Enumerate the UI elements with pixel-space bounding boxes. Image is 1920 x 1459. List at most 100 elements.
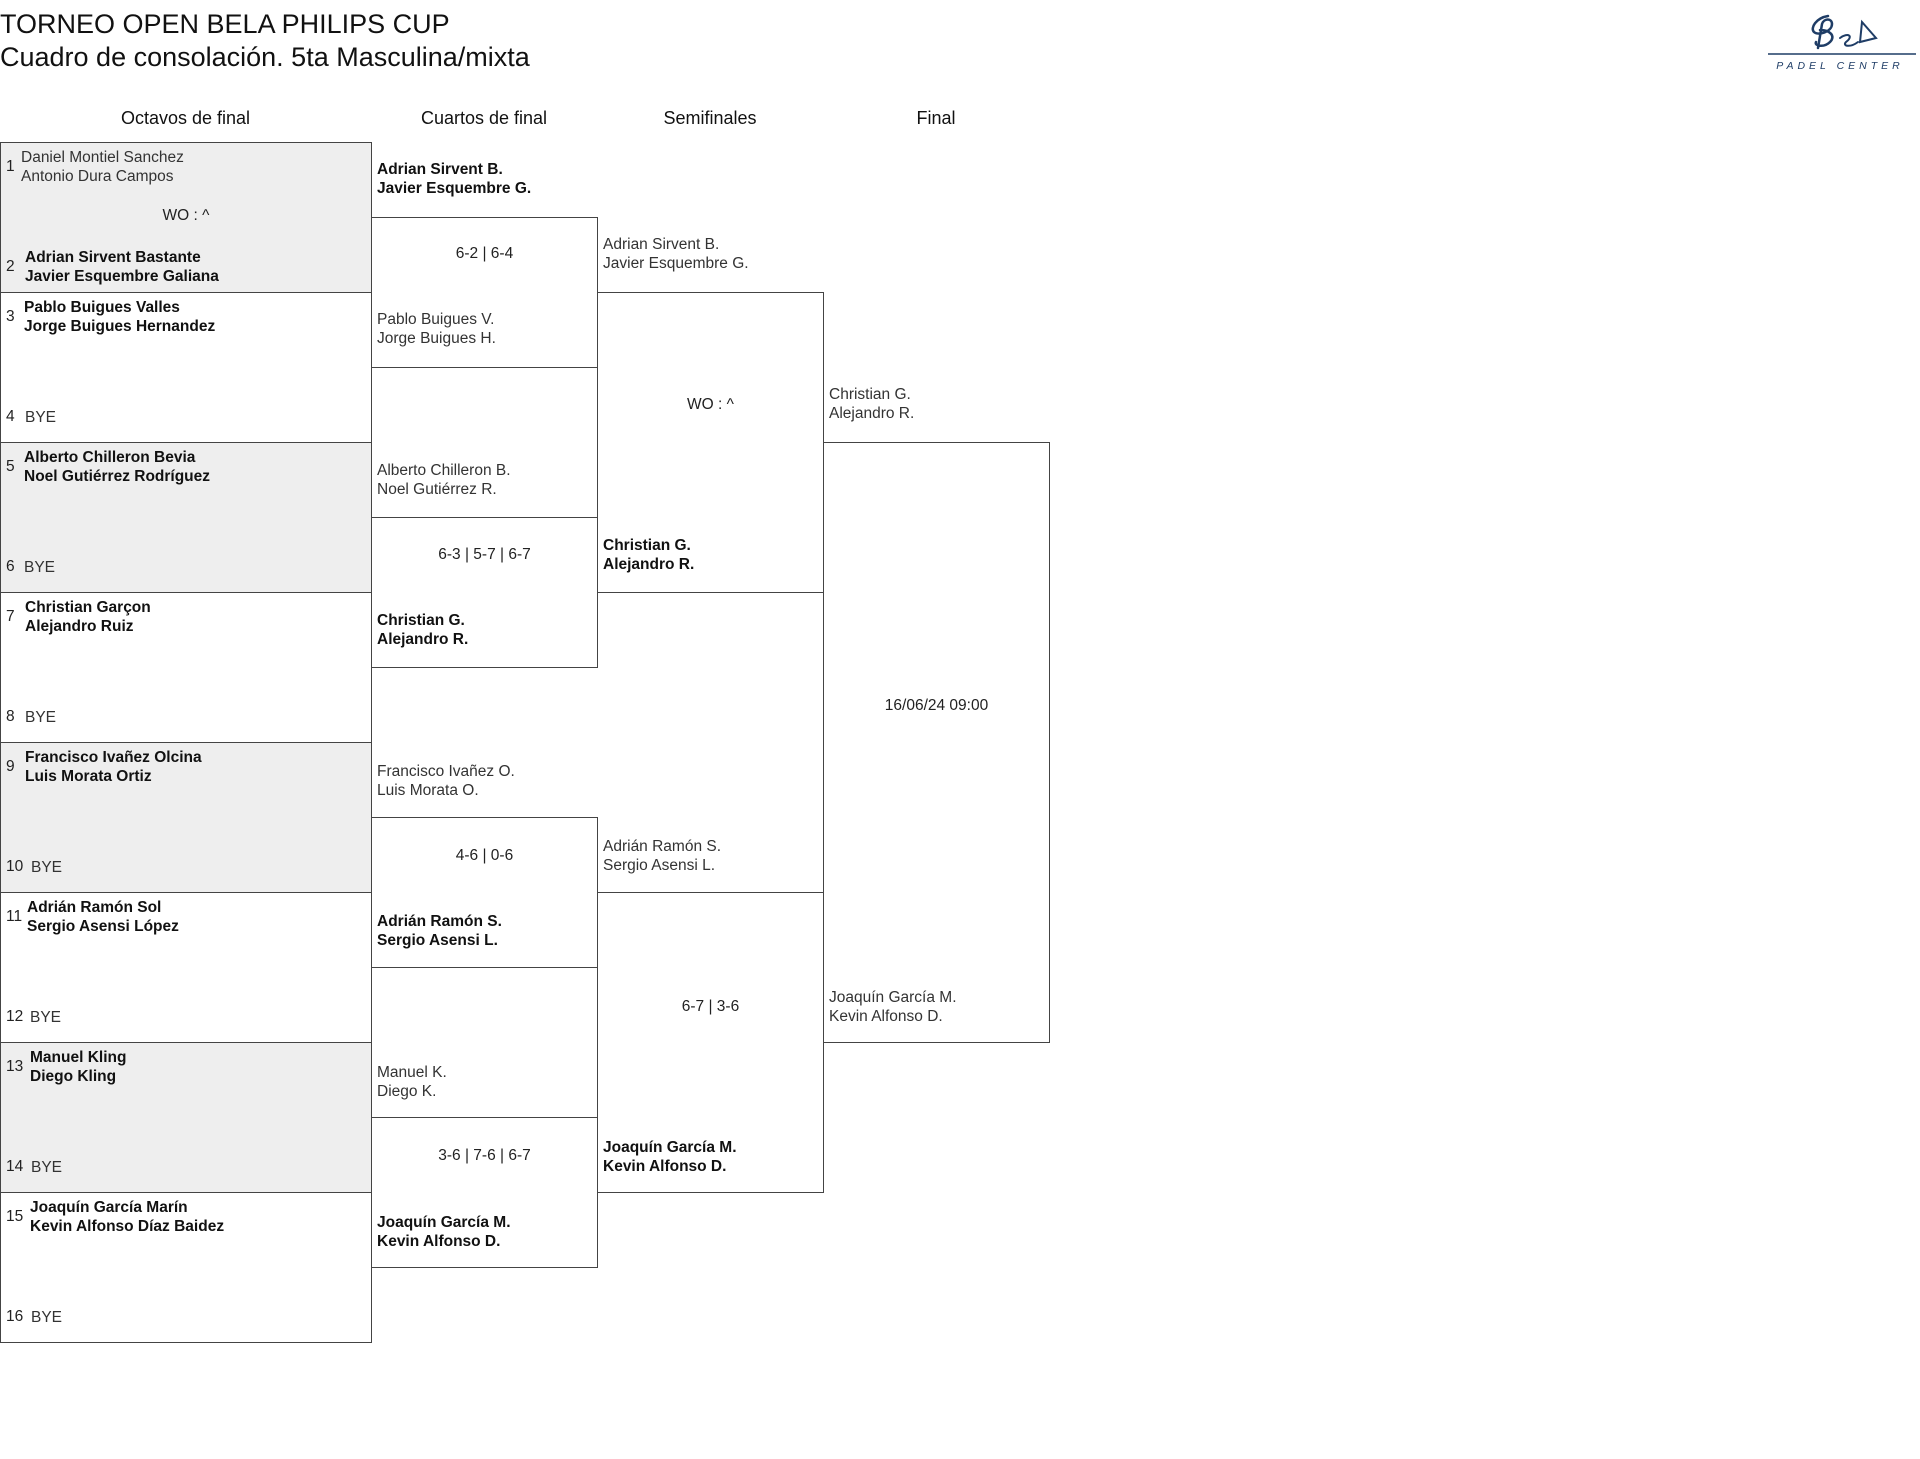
team-entry: Christian G. Alejandro R. bbox=[829, 385, 914, 423]
seed-number: 11 bbox=[6, 908, 23, 925]
player-name: Adrián Ramón Sol bbox=[27, 899, 162, 916]
draw-subtitle: Cuadro de consolación. 5ta Masculina/mix… bbox=[0, 42, 530, 72]
player-name: Alejandro R. bbox=[377, 631, 469, 648]
player-name: Kevin Alfonso D. bbox=[603, 1158, 727, 1175]
seed-number: 12 bbox=[6, 1008, 24, 1025]
seed-number: 13 bbox=[6, 1058, 24, 1075]
player-name: Joaquín García M. bbox=[829, 989, 957, 1006]
team-entry: Alberto Chilleron B. Noel Gutiérrez R. bbox=[377, 461, 511, 499]
team-entry: BYE bbox=[24, 558, 55, 577]
final-connector-box bbox=[823, 442, 1050, 1043]
player-name: Sergio Asensi L. bbox=[377, 932, 498, 949]
round-header-qf: Cuartos de final bbox=[420, 108, 548, 128]
team-entry: Francisco Ivañez Olcina Luis Morata Orti… bbox=[25, 748, 202, 786]
player-name: Adrián Ramón S. bbox=[603, 838, 722, 855]
final-schedule: 16/06/24 09:00 bbox=[884, 697, 989, 714]
player-name: Christian G. bbox=[829, 386, 911, 403]
team-entry: BYE bbox=[31, 1308, 62, 1327]
player-name: Luis Morata O. bbox=[377, 782, 479, 799]
match-score: 6-2 | 6-4 bbox=[455, 245, 514, 262]
seed-number: 8 bbox=[6, 708, 15, 725]
player-name: BYE bbox=[30, 1009, 62, 1026]
seed-number: 15 bbox=[6, 1208, 24, 1225]
player-name: Adrian Sirvent B. bbox=[603, 236, 720, 253]
team-entry: Adrián Ramón S. Sergio Asensi L. bbox=[377, 912, 502, 950]
team-entry: Daniel Montiel Sanchez Antonio Dura Camp… bbox=[21, 148, 184, 186]
player-name: Francisco Ivañez Olcina bbox=[25, 749, 202, 766]
team-entry: Joaquín García M. Kevin Alfonso D. bbox=[829, 988, 957, 1026]
player-name: Adrian Sirvent Bastante bbox=[25, 249, 201, 266]
team-entry: Manuel Kling Diego Kling bbox=[30, 1048, 126, 1086]
team-entry: Pablo Buigues Valles Jorge Buigues Herna… bbox=[24, 298, 215, 336]
match-score: 6-7 | 3-6 bbox=[681, 998, 740, 1015]
player-name: Noel Gutiérrez Rodríguez bbox=[24, 468, 211, 485]
seed-number: 6 bbox=[6, 558, 15, 575]
match-score: WO : ^ bbox=[162, 207, 210, 224]
seed-number: 1 bbox=[6, 158, 15, 175]
round-header-r16: Octavos de final bbox=[120, 108, 251, 128]
team-entry: Adrián Ramón S. Sergio Asensi L. bbox=[603, 837, 721, 875]
player-name: Manuel K. bbox=[377, 1064, 447, 1081]
team-entry: Christian Garçon Alejandro Ruiz bbox=[25, 598, 151, 636]
team-entry: Joaquín García M. Kevin Alfonso D. bbox=[377, 1213, 511, 1251]
team-entry: Christian G. Alejandro R. bbox=[377, 611, 468, 649]
round-header-sf: Semifinales bbox=[663, 108, 757, 128]
player-name: Diego K. bbox=[377, 1083, 437, 1100]
player-name: Kevin Alfonso D. bbox=[377, 1233, 501, 1250]
bela-logo bbox=[1768, 14, 1916, 55]
player-name: Alberto Chilleron Bevia bbox=[24, 449, 196, 466]
player-name: Noel Gutiérrez R. bbox=[377, 481, 497, 498]
seed-number: 10 bbox=[6, 858, 24, 875]
player-name: Jorge Buigues H. bbox=[377, 330, 496, 347]
match-score: WO : ^ bbox=[687, 396, 734, 413]
team-entry: Adrian Sirvent B. Javier Esquembre G. bbox=[377, 160, 531, 198]
player-name: Pablo Buigues V. bbox=[377, 311, 495, 328]
player-name: Kevin Alfonso Díaz Baidez bbox=[30, 1218, 225, 1235]
team-entry: BYE bbox=[30, 1008, 61, 1027]
team-entry: Manuel K. Diego K. bbox=[377, 1063, 447, 1101]
team-entry: Joaquín García M. Kevin Alfonso D. bbox=[603, 1138, 737, 1176]
seed-number: 7 bbox=[6, 608, 15, 625]
player-name: Kevin Alfonso D. bbox=[829, 1008, 943, 1025]
team-entry: Adrian Sirvent Bastante Javier Esquembre… bbox=[25, 248, 219, 286]
player-name: BYE bbox=[24, 559, 56, 576]
team-entry: BYE bbox=[31, 858, 62, 877]
player-name: BYE bbox=[31, 1159, 63, 1176]
team-entry: Pablo Buigues V. Jorge Buigues H. bbox=[377, 310, 496, 348]
player-name: Christian G. bbox=[377, 612, 465, 629]
match-score: 3-6 | 7-6 | 6-7 bbox=[438, 1147, 531, 1164]
seed-number: 14 bbox=[6, 1158, 24, 1175]
player-name: Sergio Asensi López bbox=[27, 918, 179, 935]
player-name: Alejandro R. bbox=[603, 556, 695, 573]
player-name: Pablo Buigues Valles bbox=[24, 299, 180, 316]
team-entry: BYE bbox=[31, 1158, 62, 1177]
player-name: Joaquín García Marín bbox=[30, 1199, 188, 1216]
player-name: Christian Garçon bbox=[25, 599, 151, 616]
player-name: Adrian Sirvent B. bbox=[377, 161, 503, 178]
team-entry: BYE bbox=[25, 708, 56, 727]
player-name: Christian G. bbox=[603, 537, 691, 554]
match-score: 6-3 | 5-7 | 6-7 bbox=[438, 546, 531, 563]
match-score: 4-6 | 0-6 bbox=[455, 847, 514, 864]
tournament-title: TORNEO OPEN BELA PHILIPS CUP bbox=[0, 9, 450, 39]
r16-match-box bbox=[0, 1042, 372, 1193]
logo-tagline: PADEL CENTER bbox=[1776, 60, 1904, 72]
seed-number: 4 bbox=[6, 408, 15, 425]
seed-number: 3 bbox=[6, 308, 15, 325]
player-name: Javier Esquembre G. bbox=[603, 255, 749, 272]
player-name: Alejandro Ruiz bbox=[25, 618, 134, 635]
team-entry: Adrián Ramón Sol Sergio Asensi López bbox=[27, 898, 179, 936]
player-name: Javier Esquembre G. bbox=[377, 180, 532, 197]
player-name: BYE bbox=[31, 1309, 63, 1326]
team-entry: Christian G. Alejandro R. bbox=[603, 536, 694, 574]
player-name: Javier Esquembre Galiana bbox=[25, 268, 219, 285]
team-entry: Adrian Sirvent B. Javier Esquembre G. bbox=[603, 235, 749, 273]
team-entry: BYE bbox=[25, 408, 56, 427]
player-name: Adrián Ramón S. bbox=[377, 913, 502, 930]
player-name: Daniel Montiel Sanchez bbox=[21, 149, 184, 166]
team-entry: Joaquín García Marín Kevin Alfonso Díaz … bbox=[30, 1198, 224, 1236]
player-name: Jorge Buigues Hernandez bbox=[24, 318, 216, 335]
player-name: Luis Morata Ortiz bbox=[25, 768, 152, 785]
team-entry: Alberto Chilleron Bevia Noel Gutiérrez R… bbox=[24, 448, 210, 486]
team-entry: Francisco Ivañez O. Luis Morata O. bbox=[377, 762, 515, 800]
